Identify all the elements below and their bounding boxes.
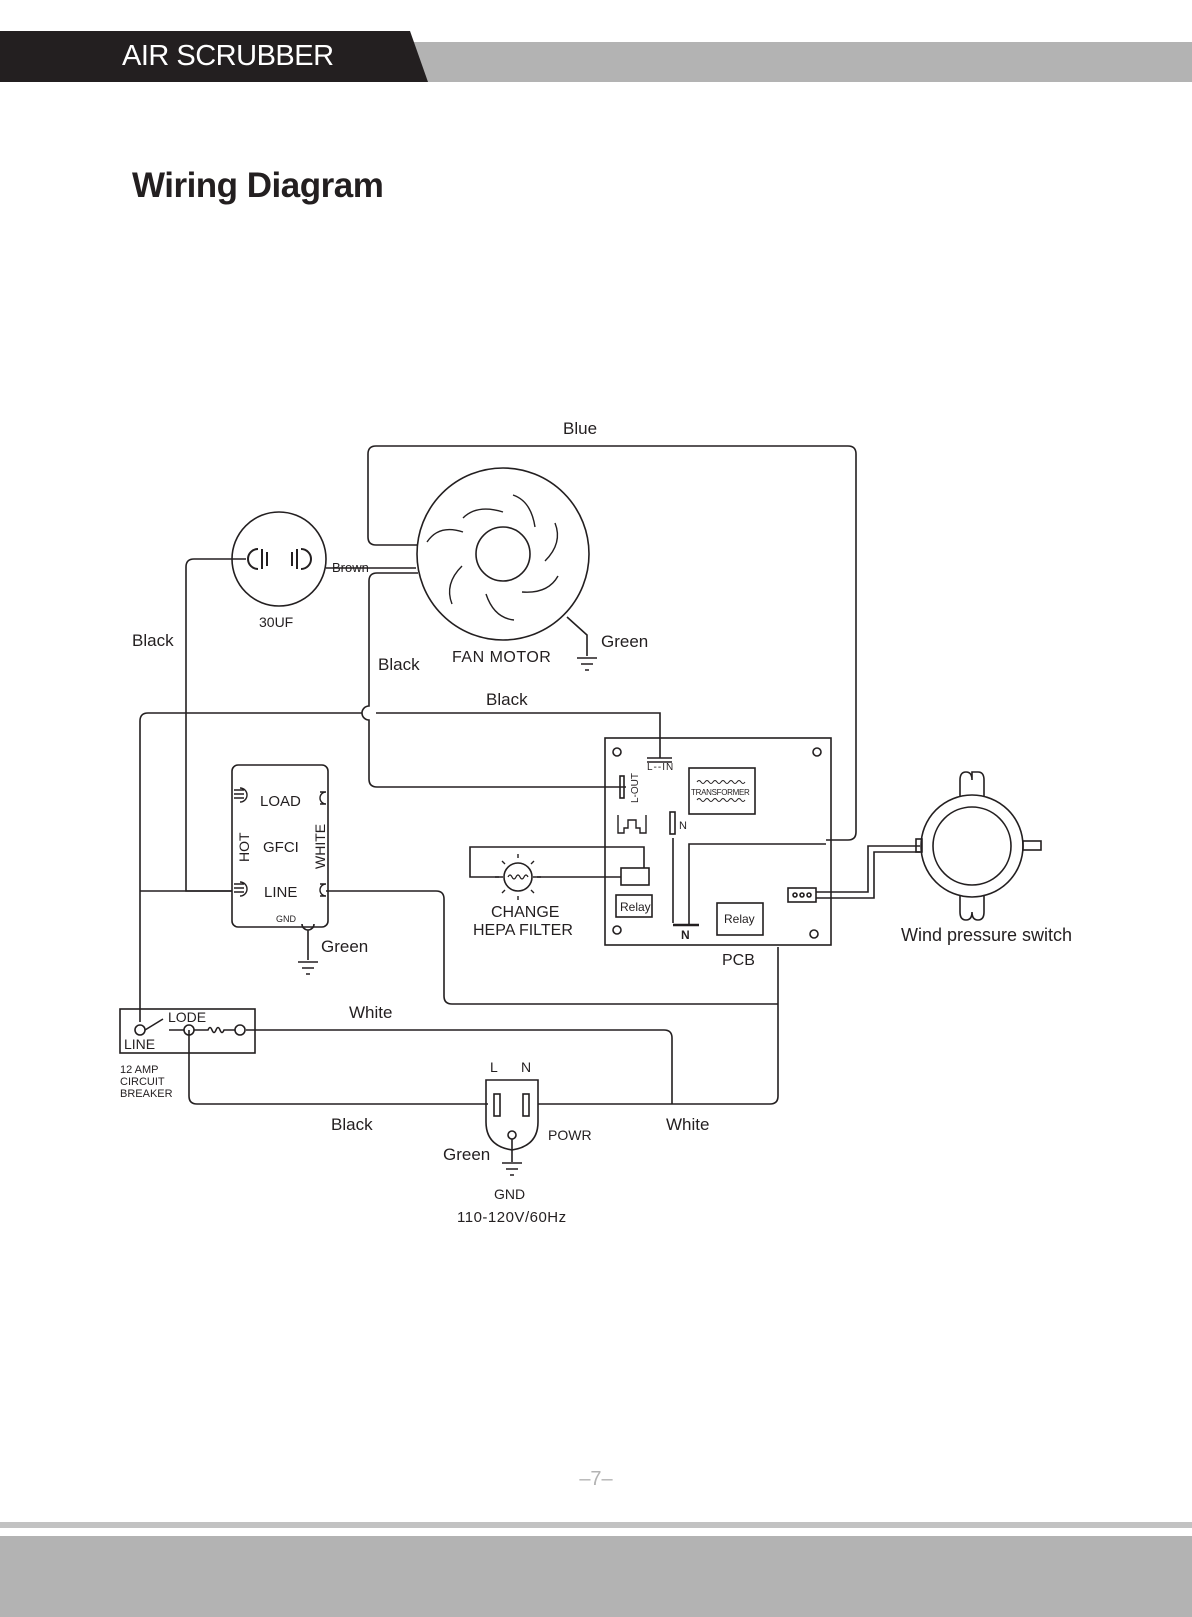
transformer-label: TRANSFORMER bbox=[691, 788, 750, 797]
label-green-gfci: Green bbox=[321, 937, 368, 956]
plug-l: L bbox=[490, 1059, 498, 1075]
relay-left: Relay bbox=[620, 900, 651, 914]
breaker-lode: LODE bbox=[168, 1009, 206, 1025]
gfci-label: GFCI bbox=[263, 839, 299, 856]
plug-ground-pin bbox=[508, 1131, 516, 1139]
fan-label: FAN MOTOR bbox=[452, 649, 551, 666]
pcb: L--IN L-OUT N TRANSFORMER Relay Relay N … bbox=[605, 738, 831, 969]
gfci-load: LOAD bbox=[260, 793, 301, 810]
plug-gnd: GND bbox=[494, 1186, 525, 1202]
label-green-motor: Green bbox=[601, 632, 648, 651]
plug-n-blade bbox=[523, 1094, 529, 1116]
fan-blades bbox=[427, 495, 558, 620]
pcb-hole bbox=[810, 930, 818, 938]
pcb-l-in: L--IN bbox=[647, 762, 674, 773]
fan-ground-icon bbox=[577, 658, 597, 670]
black-wire-bottom bbox=[189, 1030, 488, 1104]
breaker-line2: CIRCUIT bbox=[120, 1076, 165, 1088]
hepa-filter: CHANGE HEPA FILTER bbox=[473, 854, 573, 939]
pcb-fuse bbox=[618, 815, 646, 833]
plug-l-blade bbox=[494, 1094, 500, 1116]
circuit-breaker: LODE LINE 12 AMP CIRCUIT BREAKER bbox=[120, 1009, 255, 1100]
capacitor-terminal-right bbox=[292, 549, 311, 569]
pcb-n-terminal bbox=[670, 812, 675, 834]
pcb-hole bbox=[813, 748, 821, 756]
breaker-line1: 12 AMP bbox=[120, 1064, 159, 1076]
fan-outer bbox=[417, 468, 589, 640]
switch-mount-bottom bbox=[960, 896, 984, 920]
pcb-pin bbox=[807, 893, 811, 897]
footer-line bbox=[0, 1522, 1192, 1528]
pcb-hole bbox=[613, 926, 621, 934]
plug-ground-icon bbox=[502, 1163, 522, 1175]
label-brown: Brown bbox=[332, 560, 369, 575]
plug-n: N bbox=[521, 1059, 531, 1075]
gfci: LOAD GFCI LINE HOT WHITE GND bbox=[232, 765, 328, 974]
switch-inner bbox=[933, 807, 1011, 885]
label-green-plug: Green bbox=[443, 1145, 490, 1164]
gfci-ground-wire bbox=[302, 924, 314, 960]
capacitor-label: 30UF bbox=[259, 614, 293, 630]
white-wire-right bbox=[538, 947, 778, 1104]
label-blue: Blue bbox=[563, 419, 597, 438]
plug-powr: POWR bbox=[548, 1127, 592, 1143]
label-black-top: Black bbox=[486, 690, 528, 709]
switch-label: Wind pressure switch bbox=[901, 925, 1072, 945]
fan-hub bbox=[476, 527, 530, 581]
pcb-n-top: N bbox=[679, 820, 687, 832]
pcb-pin bbox=[793, 893, 797, 897]
breaker-switch-arm bbox=[145, 1019, 163, 1030]
breaker-line3: BREAKER bbox=[120, 1088, 173, 1100]
power-plug: L N POWR GND 110-120V/60Hz bbox=[457, 1059, 592, 1226]
capacitor: 30UF bbox=[232, 512, 326, 630]
gfci-gnd: GND bbox=[276, 914, 297, 924]
hepa-line2: HEPA FILTER bbox=[473, 922, 573, 939]
capacitor-terminal-left bbox=[248, 549, 267, 569]
label-black-left: Black bbox=[132, 631, 174, 650]
breaker-contact bbox=[135, 1025, 145, 1035]
wires bbox=[140, 446, 856, 1104]
label-black-bottom: Black bbox=[331, 1115, 373, 1134]
page-number: –7– bbox=[0, 1468, 1192, 1491]
plug-voltage: 110-120V/60Hz bbox=[457, 1209, 567, 1226]
hepa-wire bbox=[470, 847, 644, 877]
pcb-pin bbox=[800, 893, 804, 897]
breaker-link bbox=[169, 1028, 235, 1033]
wind-pressure-switch: Wind pressure switch bbox=[816, 772, 1072, 945]
pcb-n-bottom: N bbox=[681, 928, 690, 942]
switch-nozzle bbox=[1023, 841, 1041, 850]
black-wire-top-b bbox=[376, 713, 660, 758]
pcb-l-out: L-OUT bbox=[630, 773, 641, 803]
gfci-ground-icon bbox=[298, 962, 318, 974]
hepa-lamp-filament bbox=[508, 875, 528, 879]
breaker-contact bbox=[235, 1025, 245, 1035]
gfci-hot: HOT bbox=[236, 832, 252, 862]
pcb-label: PCB bbox=[722, 952, 755, 969]
white-wire-top bbox=[246, 1030, 672, 1104]
label-black-motor: Black bbox=[378, 655, 420, 674]
pcb-hole bbox=[613, 748, 621, 756]
switch-outer bbox=[921, 795, 1023, 897]
gfci-line: LINE bbox=[264, 884, 297, 901]
breaker-line: LINE bbox=[124, 1036, 155, 1052]
label-white-top: White bbox=[349, 1003, 392, 1022]
relay-right: Relay bbox=[724, 912, 755, 926]
black-wire-motor bbox=[362, 573, 626, 787]
fan-motor: FAN MOTOR bbox=[417, 468, 597, 670]
pcb-internal-wire bbox=[689, 844, 826, 925]
hepa-line1: CHANGE bbox=[491, 904, 559, 921]
footer-bar bbox=[0, 1536, 1192, 1617]
label-white-bottom: White bbox=[666, 1115, 709, 1134]
switch-mount-top bbox=[960, 772, 984, 796]
pcb-filter-connector bbox=[621, 868, 649, 885]
gfci-white: WHITE bbox=[312, 824, 328, 869]
fan-ground-wire bbox=[567, 617, 587, 656]
